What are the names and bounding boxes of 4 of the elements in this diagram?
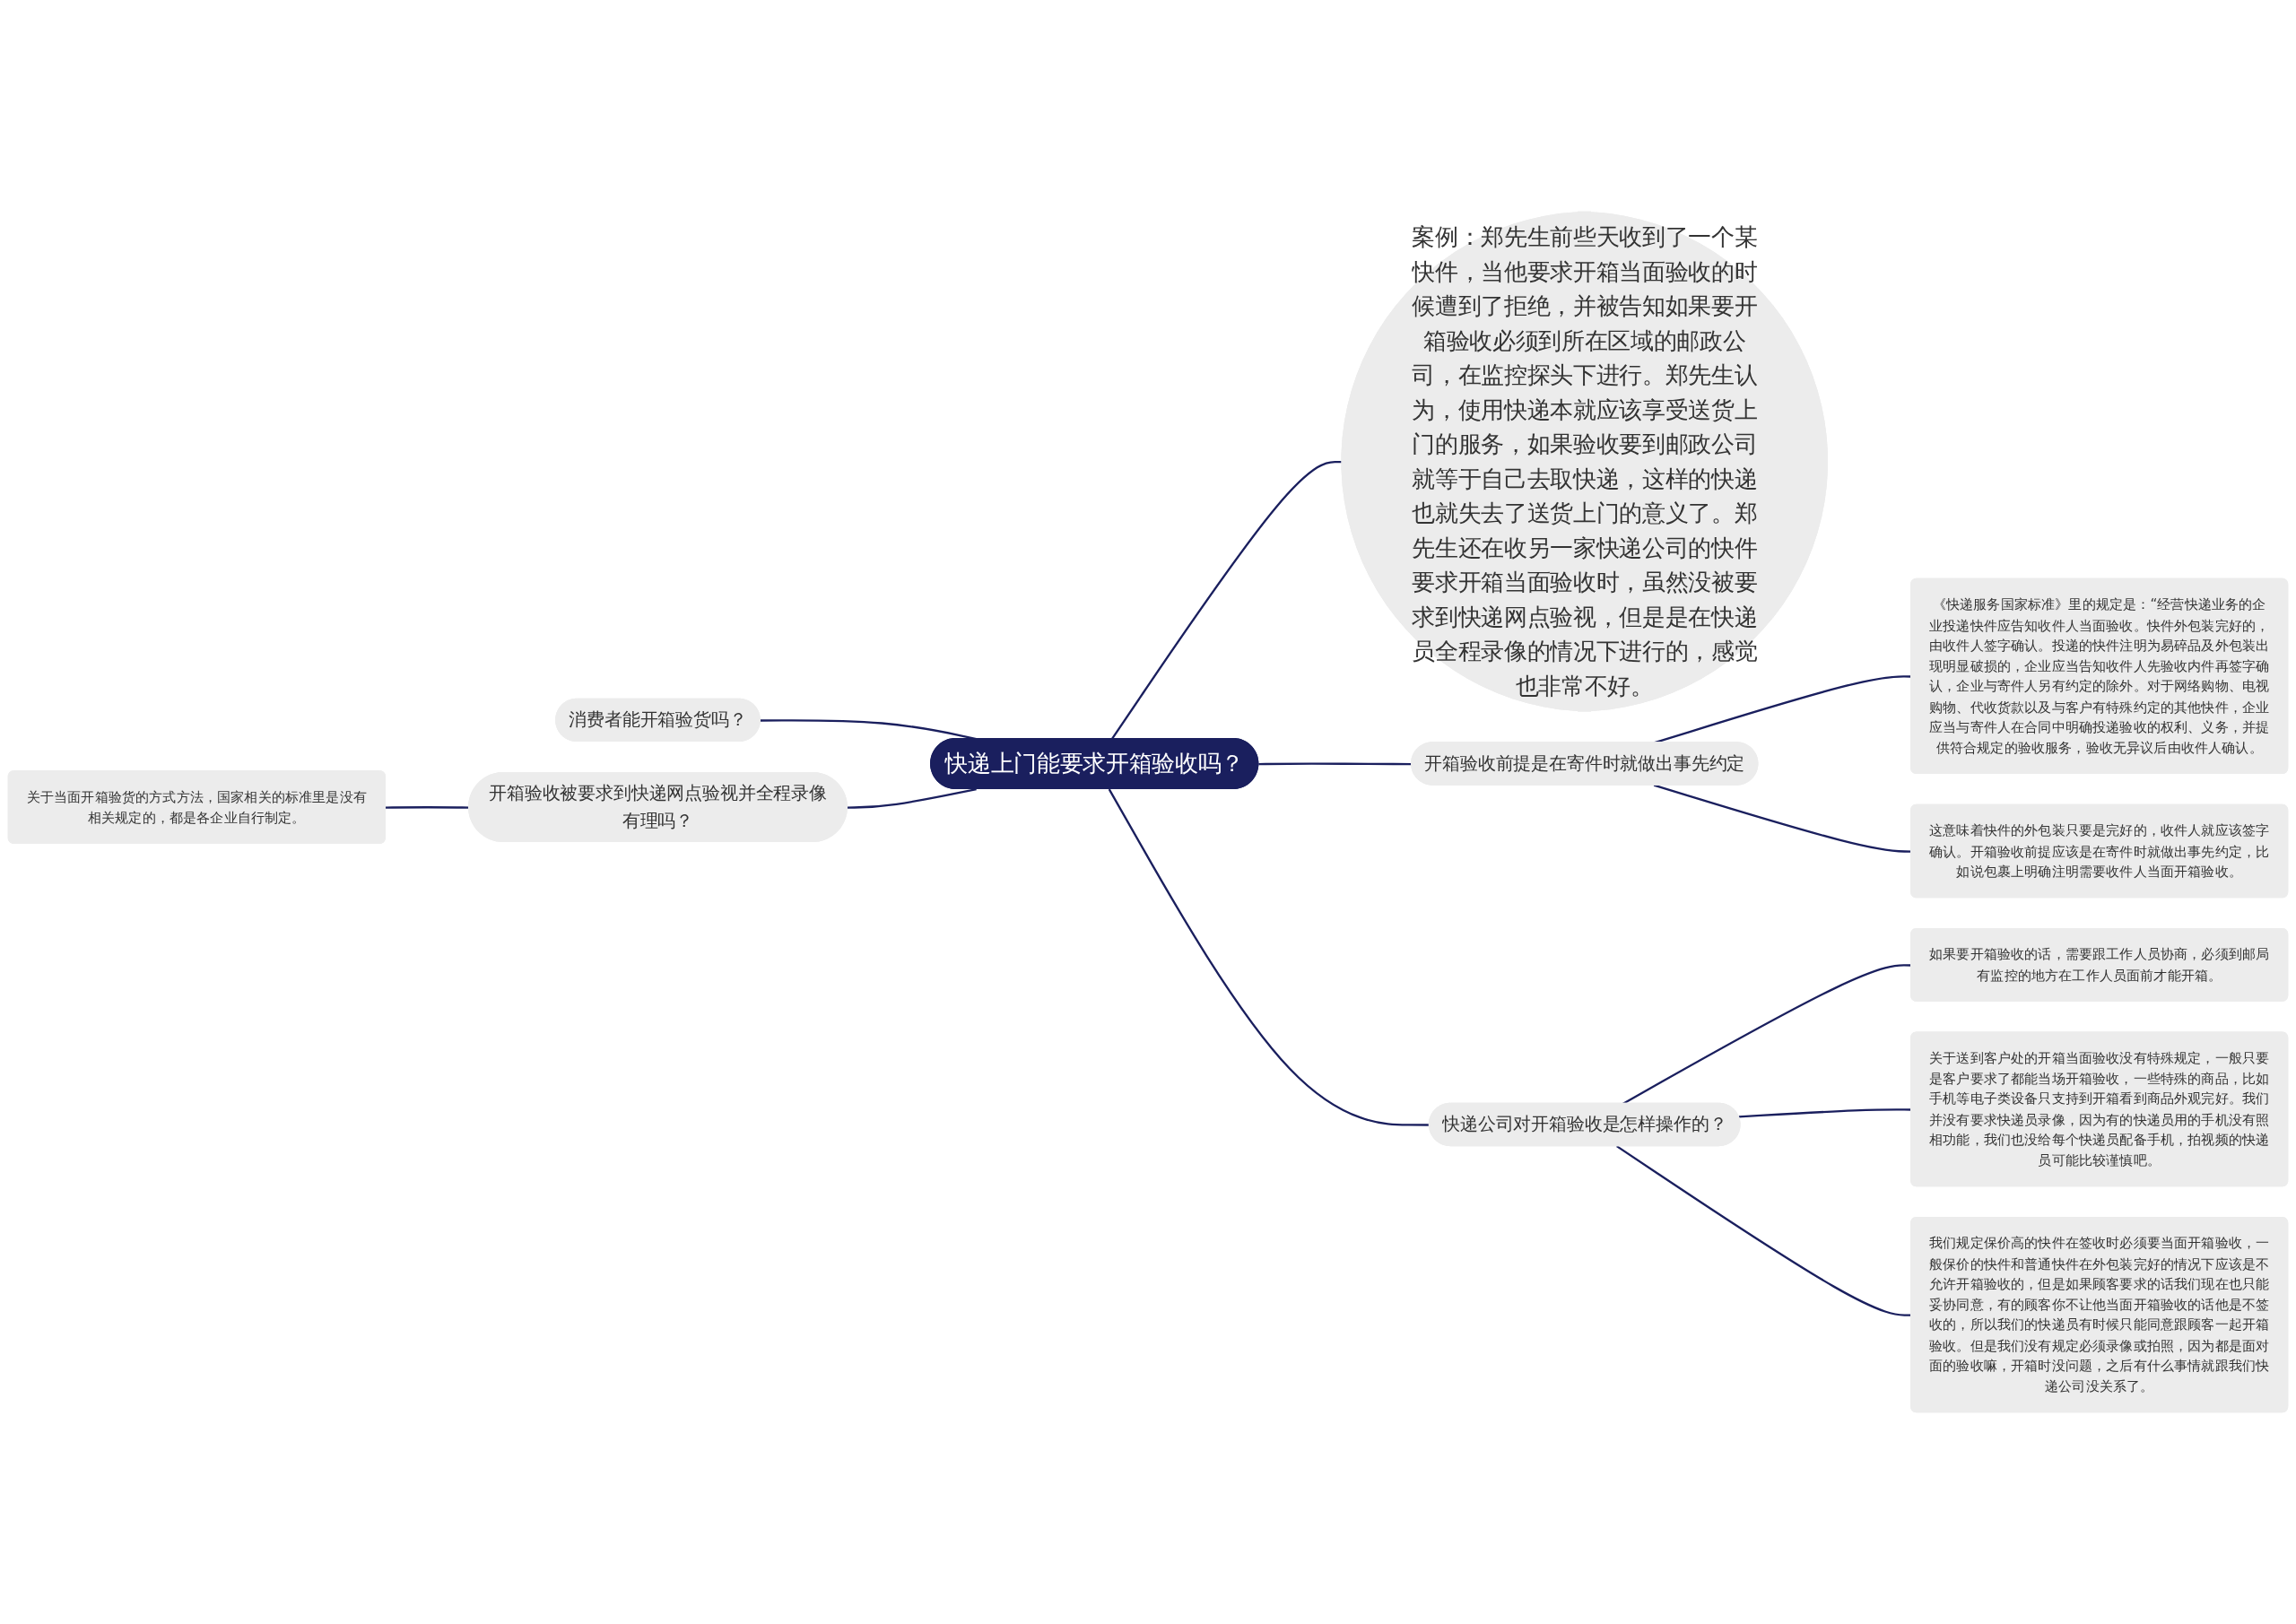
connector (1110, 460, 1343, 740)
connector (847, 787, 977, 809)
connector (1258, 762, 1413, 766)
connector (1108, 788, 1430, 1126)
